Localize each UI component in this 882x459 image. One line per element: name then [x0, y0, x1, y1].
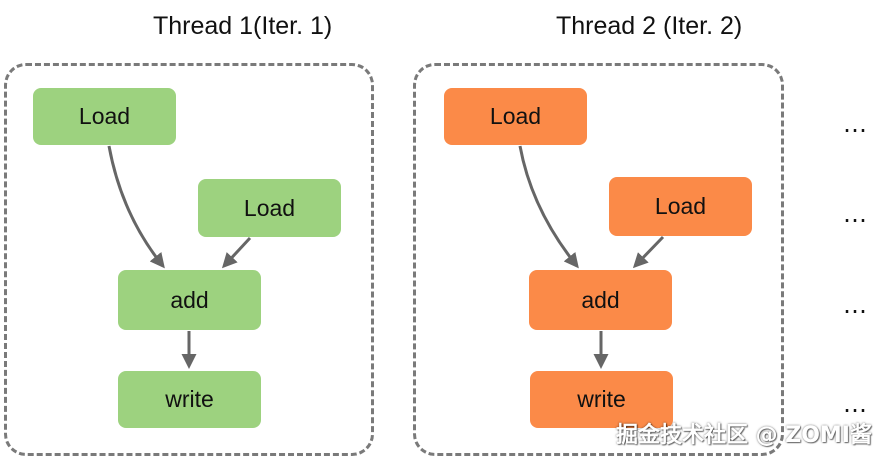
thread-2-add-node: add	[529, 270, 672, 330]
continuation-ellipsis-1: …	[843, 110, 868, 138]
continuation-ellipsis-3: …	[843, 291, 868, 319]
continuation-ellipsis-2: …	[843, 200, 868, 228]
thread-1-container	[4, 63, 374, 456]
thread-2-write-node: write	[530, 371, 673, 428]
thread-2-load-node-b: Load	[609, 177, 752, 236]
watermark: 掘金技术社区 @ ZOMI酱	[615, 423, 872, 448]
thread-1-load-node-b: Load	[198, 179, 341, 237]
thread-1-write-node: write	[118, 371, 261, 428]
thread-2-load-node-a: Load	[444, 88, 587, 145]
continuation-ellipsis-4: …	[843, 390, 868, 418]
thread-2-container	[413, 63, 784, 456]
thread-1-title: Thread 1(Iter. 1)	[153, 12, 333, 40]
thread-2-title: Thread 2 (Iter. 2)	[556, 12, 743, 40]
thread-1-add-node: add	[118, 270, 261, 330]
thread-1-load-node-a: Load	[33, 88, 176, 145]
